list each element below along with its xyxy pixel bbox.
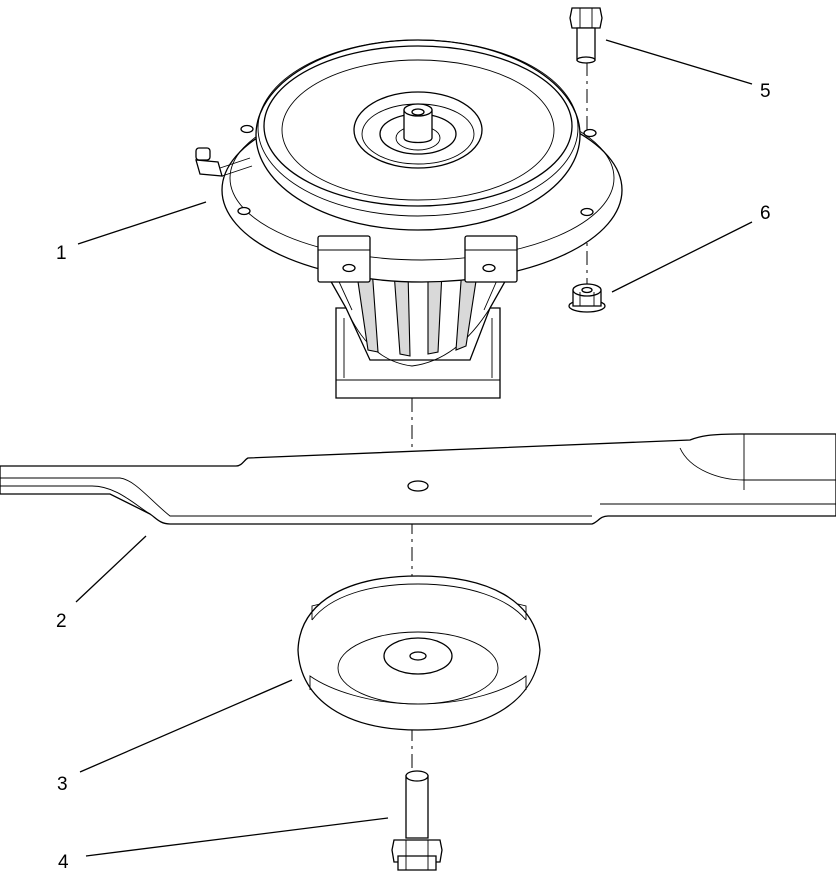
callout-labels: 1 2 3 4 5 6	[56, 81, 771, 873]
leader-line-5	[605, 39, 753, 85]
flange-nut	[568, 283, 606, 313]
callout-6: 6	[760, 203, 771, 224]
leader-lines	[75, 39, 753, 857]
blade	[0, 433, 836, 525]
callout-1: 1	[56, 243, 67, 264]
anti-scalp-cup	[297, 575, 541, 731]
leader-line-6	[611, 221, 753, 293]
callout-2: 2	[56, 611, 67, 632]
mounting-bolt	[569, 7, 603, 64]
callout-3: 3	[57, 774, 68, 795]
leader-line-2	[75, 535, 147, 603]
blade-bolt	[391, 770, 443, 871]
leader-line-4	[85, 817, 389, 857]
leader-line-3	[79, 679, 293, 773]
leader-line-1	[77, 201, 207, 245]
callout-5: 5	[760, 81, 771, 102]
callout-4: 4	[58, 852, 69, 873]
spindle-assembly	[195, 39, 623, 399]
